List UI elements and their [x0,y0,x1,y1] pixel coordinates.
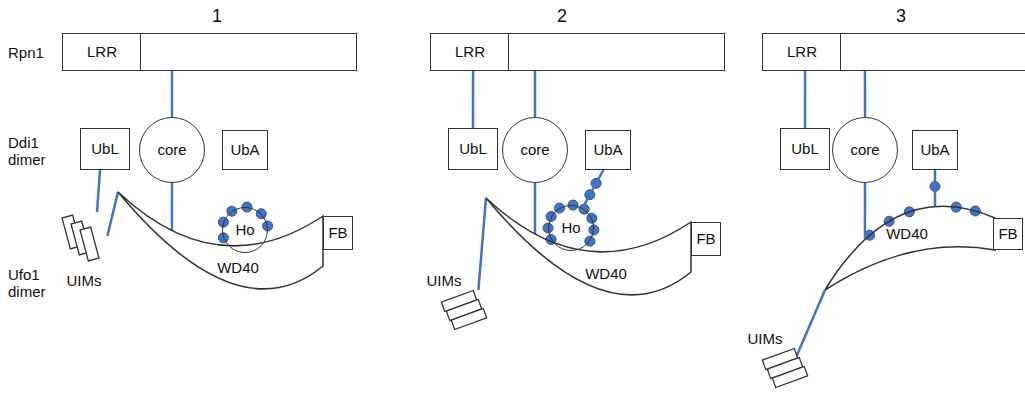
connector-line [934,170,937,207]
domain-circle: Ho [548,205,594,251]
domain-box: FB [993,218,1023,250]
domain-circle: core [139,117,205,183]
domain-label: FB [998,225,1017,243]
ubiquitin-dot [227,206,237,216]
domain-label: WD40 [582,265,630,283]
wd40-outline [486,192,691,310]
domain-label: core [157,141,186,159]
wd40-outline [825,200,995,295]
domain-label: LRR [431,43,509,61]
domain-label: WD40 [883,225,931,243]
domain-box: UbL [448,128,498,170]
row-label: Ufo1 dimer [8,266,56,301]
domain-circle: Ho [222,207,268,253]
ubiquitin-dot [218,217,228,227]
domain-label: UbL [791,140,819,158]
domain-label: UIMs [424,272,464,290]
ubiquitin-dot [218,233,228,243]
domain-label: Ho [235,221,254,239]
domain-label: core [520,141,549,159]
uim-cluster: UIMs [424,272,488,332]
connector-line [478,198,486,290]
domain-box: FB [691,222,721,256]
connector-line [97,170,100,212]
connector-line [534,183,537,234]
domain-box: UbA [222,130,268,170]
rpn1-bar: LRR [62,33,357,71]
domain-box: UbL [80,128,130,170]
domain-label: FB [328,224,347,242]
connector-line [864,71,867,117]
domain-divider [140,34,141,70]
domain-label: LRR [763,43,841,61]
wd40-domain: WD40 [486,192,691,310]
domain-label: core [850,141,879,159]
domain-box: UbA [585,130,631,170]
rpn1-bar: LRR [430,33,725,71]
wd40-domain: WD40 [825,200,995,295]
domain-box: FB [323,216,353,250]
domain-label: UbA [593,141,622,159]
domain-label: UbA [920,141,949,159]
domain-label: WD40 [214,259,262,277]
connector-line [171,71,174,117]
domain-label: LRR [63,43,141,61]
domain-label: UbA [230,141,259,159]
ubiquitin-dot [587,213,597,223]
domain-circle: core [832,117,898,183]
domain-circle: core [502,117,568,183]
domain-label: UbL [91,140,119,158]
domain-label: UIMs [60,272,108,290]
connector-line [864,183,867,239]
domain-divider [840,34,841,70]
ubiquitin-dot [555,203,565,213]
domain-label: UIMs [745,330,785,348]
row-label: Rpn1 [8,44,58,61]
connector-line [796,290,825,357]
domain-box: UbL [780,128,830,170]
ubiquitin-dot [546,212,556,222]
domain-divider [508,34,509,70]
panel-number: 2 [550,6,574,27]
ubiquitin-dot [256,209,266,219]
uim-cluster: UIMs [745,330,809,390]
connector-line [583,170,604,208]
connector-line [107,192,118,236]
domain-box: UbA [912,130,958,170]
connector-line [472,71,475,128]
rpn1-bar: LRR [762,33,1025,71]
panel-number: 3 [889,6,913,27]
connector-line [804,71,807,128]
domain-label: UbL [459,140,487,158]
wd40-outline [118,186,323,304]
domain-label: FB [696,230,715,248]
uim-cluster: UIMs [58,212,110,292]
domain-label: Ho [561,219,580,237]
wd40-domain: WD40 [118,186,323,304]
ubiquitin-dot [585,236,595,246]
connector-line [534,71,537,117]
panel-number: 1 [205,6,229,27]
connector-line [171,183,174,231]
row-label: Ddi1 dimer [8,134,56,169]
